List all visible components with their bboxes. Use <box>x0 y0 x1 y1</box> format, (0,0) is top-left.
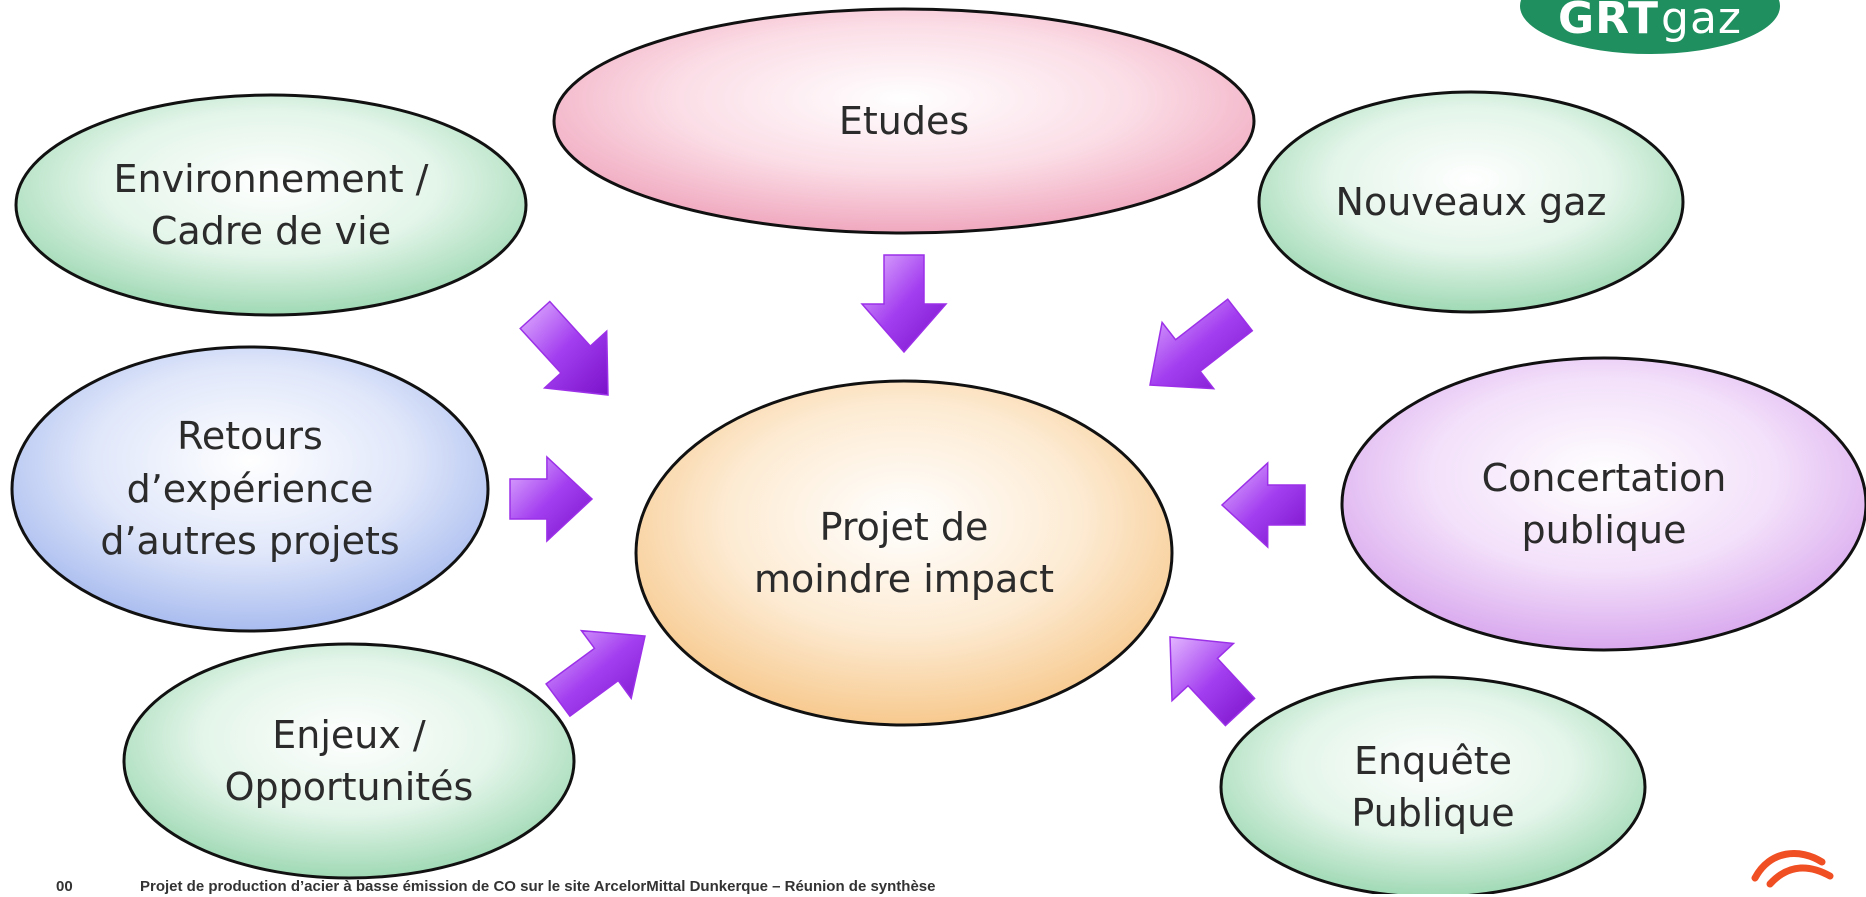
node-enjeux <box>122 642 576 880</box>
arrow-enquete-to-center <box>1169 636 1256 727</box>
node-enquete <box>1219 675 1647 894</box>
arrow-enjeux-to-center <box>545 629 646 718</box>
logo-part2: gaz <box>1661 0 1743 44</box>
node-concertation <box>1340 356 1866 652</box>
nodes-layer <box>10 7 1866 894</box>
arrow-concertation-to-center <box>1220 461 1306 549</box>
node-etudes <box>552 7 1256 235</box>
arrow-etudes-to-center <box>860 254 948 354</box>
logo-part1: GRT <box>1557 0 1660 44</box>
node-retours <box>10 345 490 633</box>
arcelormittal-mark-icon <box>1751 850 1834 888</box>
arrow-retours-to-center <box>509 455 594 543</box>
arrow-environnement-to-center <box>519 300 609 396</box>
node-nouveaux-gaz <box>1257 90 1685 314</box>
footer-page-number: 00 <box>56 878 73 895</box>
grtgaz-logo <box>1520 0 1780 54</box>
footer-text: Projet de production d’acier à basse émi… <box>140 878 936 895</box>
node-environnement <box>14 93 528 317</box>
arrow-nouveaux-gaz-to-center <box>1149 298 1254 390</box>
node-center <box>634 379 1174 727</box>
arrows-layer <box>509 254 1306 727</box>
